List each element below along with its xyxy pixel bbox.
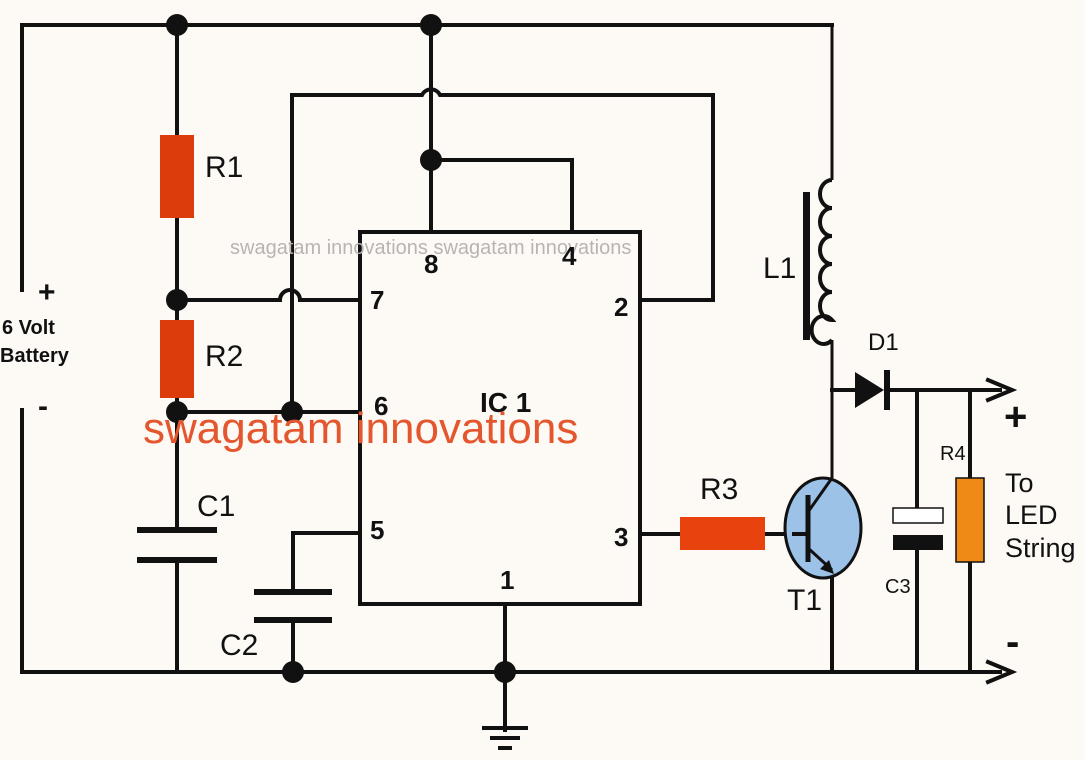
output-plus-label: + [1004,395,1027,439]
junction-node [420,149,442,171]
r3-label: R3 [700,473,738,506]
junction-node [166,14,188,36]
output-plus-arrow [985,377,1018,403]
junction-node [281,401,303,423]
c1-label: C1 [197,490,235,523]
t1-transistor [783,476,863,580]
junction-node [494,661,516,683]
c2-label: C2 [220,629,258,662]
junction-node [166,401,188,423]
r4-resistor [955,477,985,563]
c3-label: C3 [885,576,911,598]
c2-capacitor [254,589,332,623]
d1-label: D1 [868,329,899,356]
output-minus-arrow [985,659,1018,685]
junction-node [166,289,188,311]
c1-capacitor [137,527,217,563]
ic-body [358,230,642,606]
ic-pin-1: 1 [500,565,514,595]
watermark-small: swagatam innovations swagatam innovation… [230,237,631,259]
l1-label: L1 [763,252,796,285]
ic-pin-3: 3 [614,522,628,552]
battery-label-line1: 6 Volt [2,317,55,339]
battery-minus-label: - [38,390,48,423]
junction-node [420,14,442,36]
output-label-line3: String [1005,533,1076,563]
r2-label: R2 [205,340,243,373]
output-label-line2: LED [1005,500,1058,530]
r2-resistor [160,320,194,398]
r3-resistor [680,517,765,550]
pin5-wire [291,531,362,594]
output-minus-label: - [1006,620,1019,664]
watermark-large: swagatam innovations [143,404,578,453]
d1-diode [855,370,890,410]
ic-pin-2: 2 [614,292,628,322]
junction-node [282,661,304,683]
ic-pin-4: 4 [562,241,577,271]
ic-label: IC 1 [480,387,531,418]
ic-pin-6: 6 [374,391,388,421]
ic-pin-5: 5 [370,515,384,545]
r4-label: R4 [940,443,966,465]
battery-label-line2: Battery [0,345,70,367]
r1-resistor [160,135,194,218]
l1-inductor [803,178,837,346]
ic-pin-7: 7 [370,285,384,315]
output-label-line1: To [1005,468,1034,498]
c3-capacitor [892,507,944,550]
pin4-wire [429,158,574,234]
r1-label: R1 [205,151,243,184]
wires [20,23,1002,732]
ground-symbol [482,726,528,750]
junction-nodes [166,14,516,683]
t1-label: T1 [787,584,822,617]
pin7-wire [175,288,362,302]
ic-pin-8: 8 [424,249,438,279]
battery-plus-label: + [38,276,56,309]
